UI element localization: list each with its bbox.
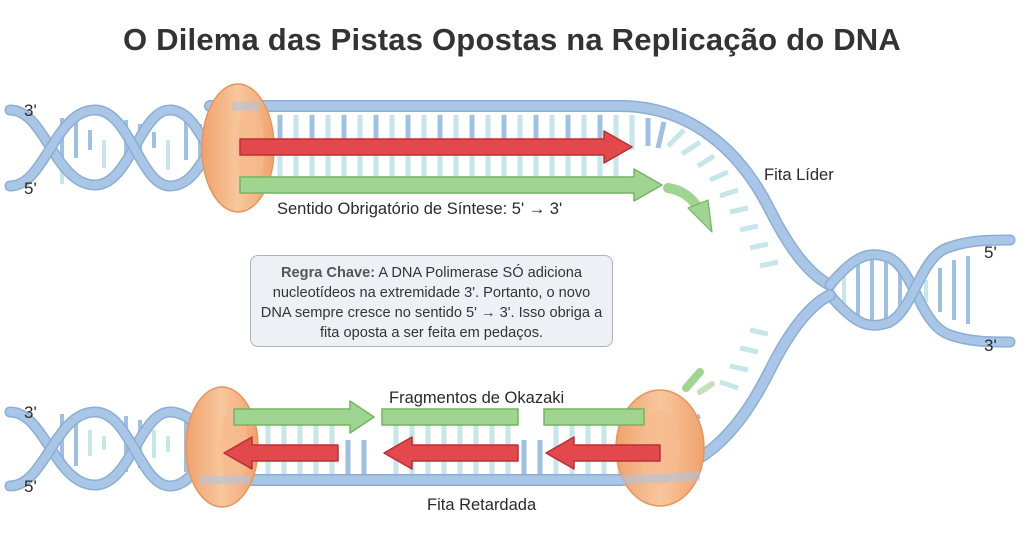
label-bottom-left-3prime: 3' bbox=[24, 403, 37, 422]
right-helix bbox=[824, 234, 1016, 348]
key-rule-heading: Regra Chave: bbox=[281, 265, 376, 281]
curved-arrow-icon bbox=[663, 183, 713, 233]
okazaki-green-bar-2 bbox=[381, 408, 519, 426]
lagging-red-arrow-1-icon bbox=[223, 436, 339, 470]
lagging-strand-label: Fita Retardada bbox=[427, 496, 537, 514]
okazaki-green-bar-3 bbox=[543, 408, 645, 426]
okazaki-fragments-label: Fragmentos de Okazaki bbox=[389, 389, 564, 407]
label-right-3prime: 3' bbox=[984, 336, 997, 355]
leading-strand-label: Fita Líder bbox=[764, 166, 834, 184]
synthesis-direction-label: Sentido Obrigatório de Síntese: 5' → 3' bbox=[277, 200, 562, 218]
key-rule-text: A DNA Polimerase SÓ adiciona nucleotídeo… bbox=[260, 265, 603, 341]
label-right-5prime: 5' bbox=[984, 243, 997, 262]
label-bottom-left-5prime: 5' bbox=[24, 477, 37, 496]
top-left-helix bbox=[4, 104, 216, 192]
key-rule-box: Regra Chave: A DNA Polimerase SÓ adicion… bbox=[250, 255, 613, 347]
okazaki-green-arrow-icon bbox=[233, 400, 375, 434]
green-arrow-icon bbox=[239, 168, 663, 202]
right-helix-rungs bbox=[856, 256, 970, 324]
page-title: O Dilema das Pistas Opostas na Replicaçã… bbox=[123, 22, 901, 57]
label-top-left-3prime: 3' bbox=[24, 101, 37, 120]
bottom-left-helix bbox=[4, 406, 218, 492]
lagging-red-arrow-2-icon bbox=[383, 436, 519, 470]
label-top-left-5prime: 5' bbox=[24, 179, 37, 198]
leading-strand-diagonal-rungs bbox=[666, 128, 779, 269]
lagging-strand-diagonal-rungs bbox=[719, 327, 769, 391]
red-arrow-icon bbox=[239, 130, 633, 164]
lagging-red-arrow-3-icon bbox=[545, 436, 661, 470]
